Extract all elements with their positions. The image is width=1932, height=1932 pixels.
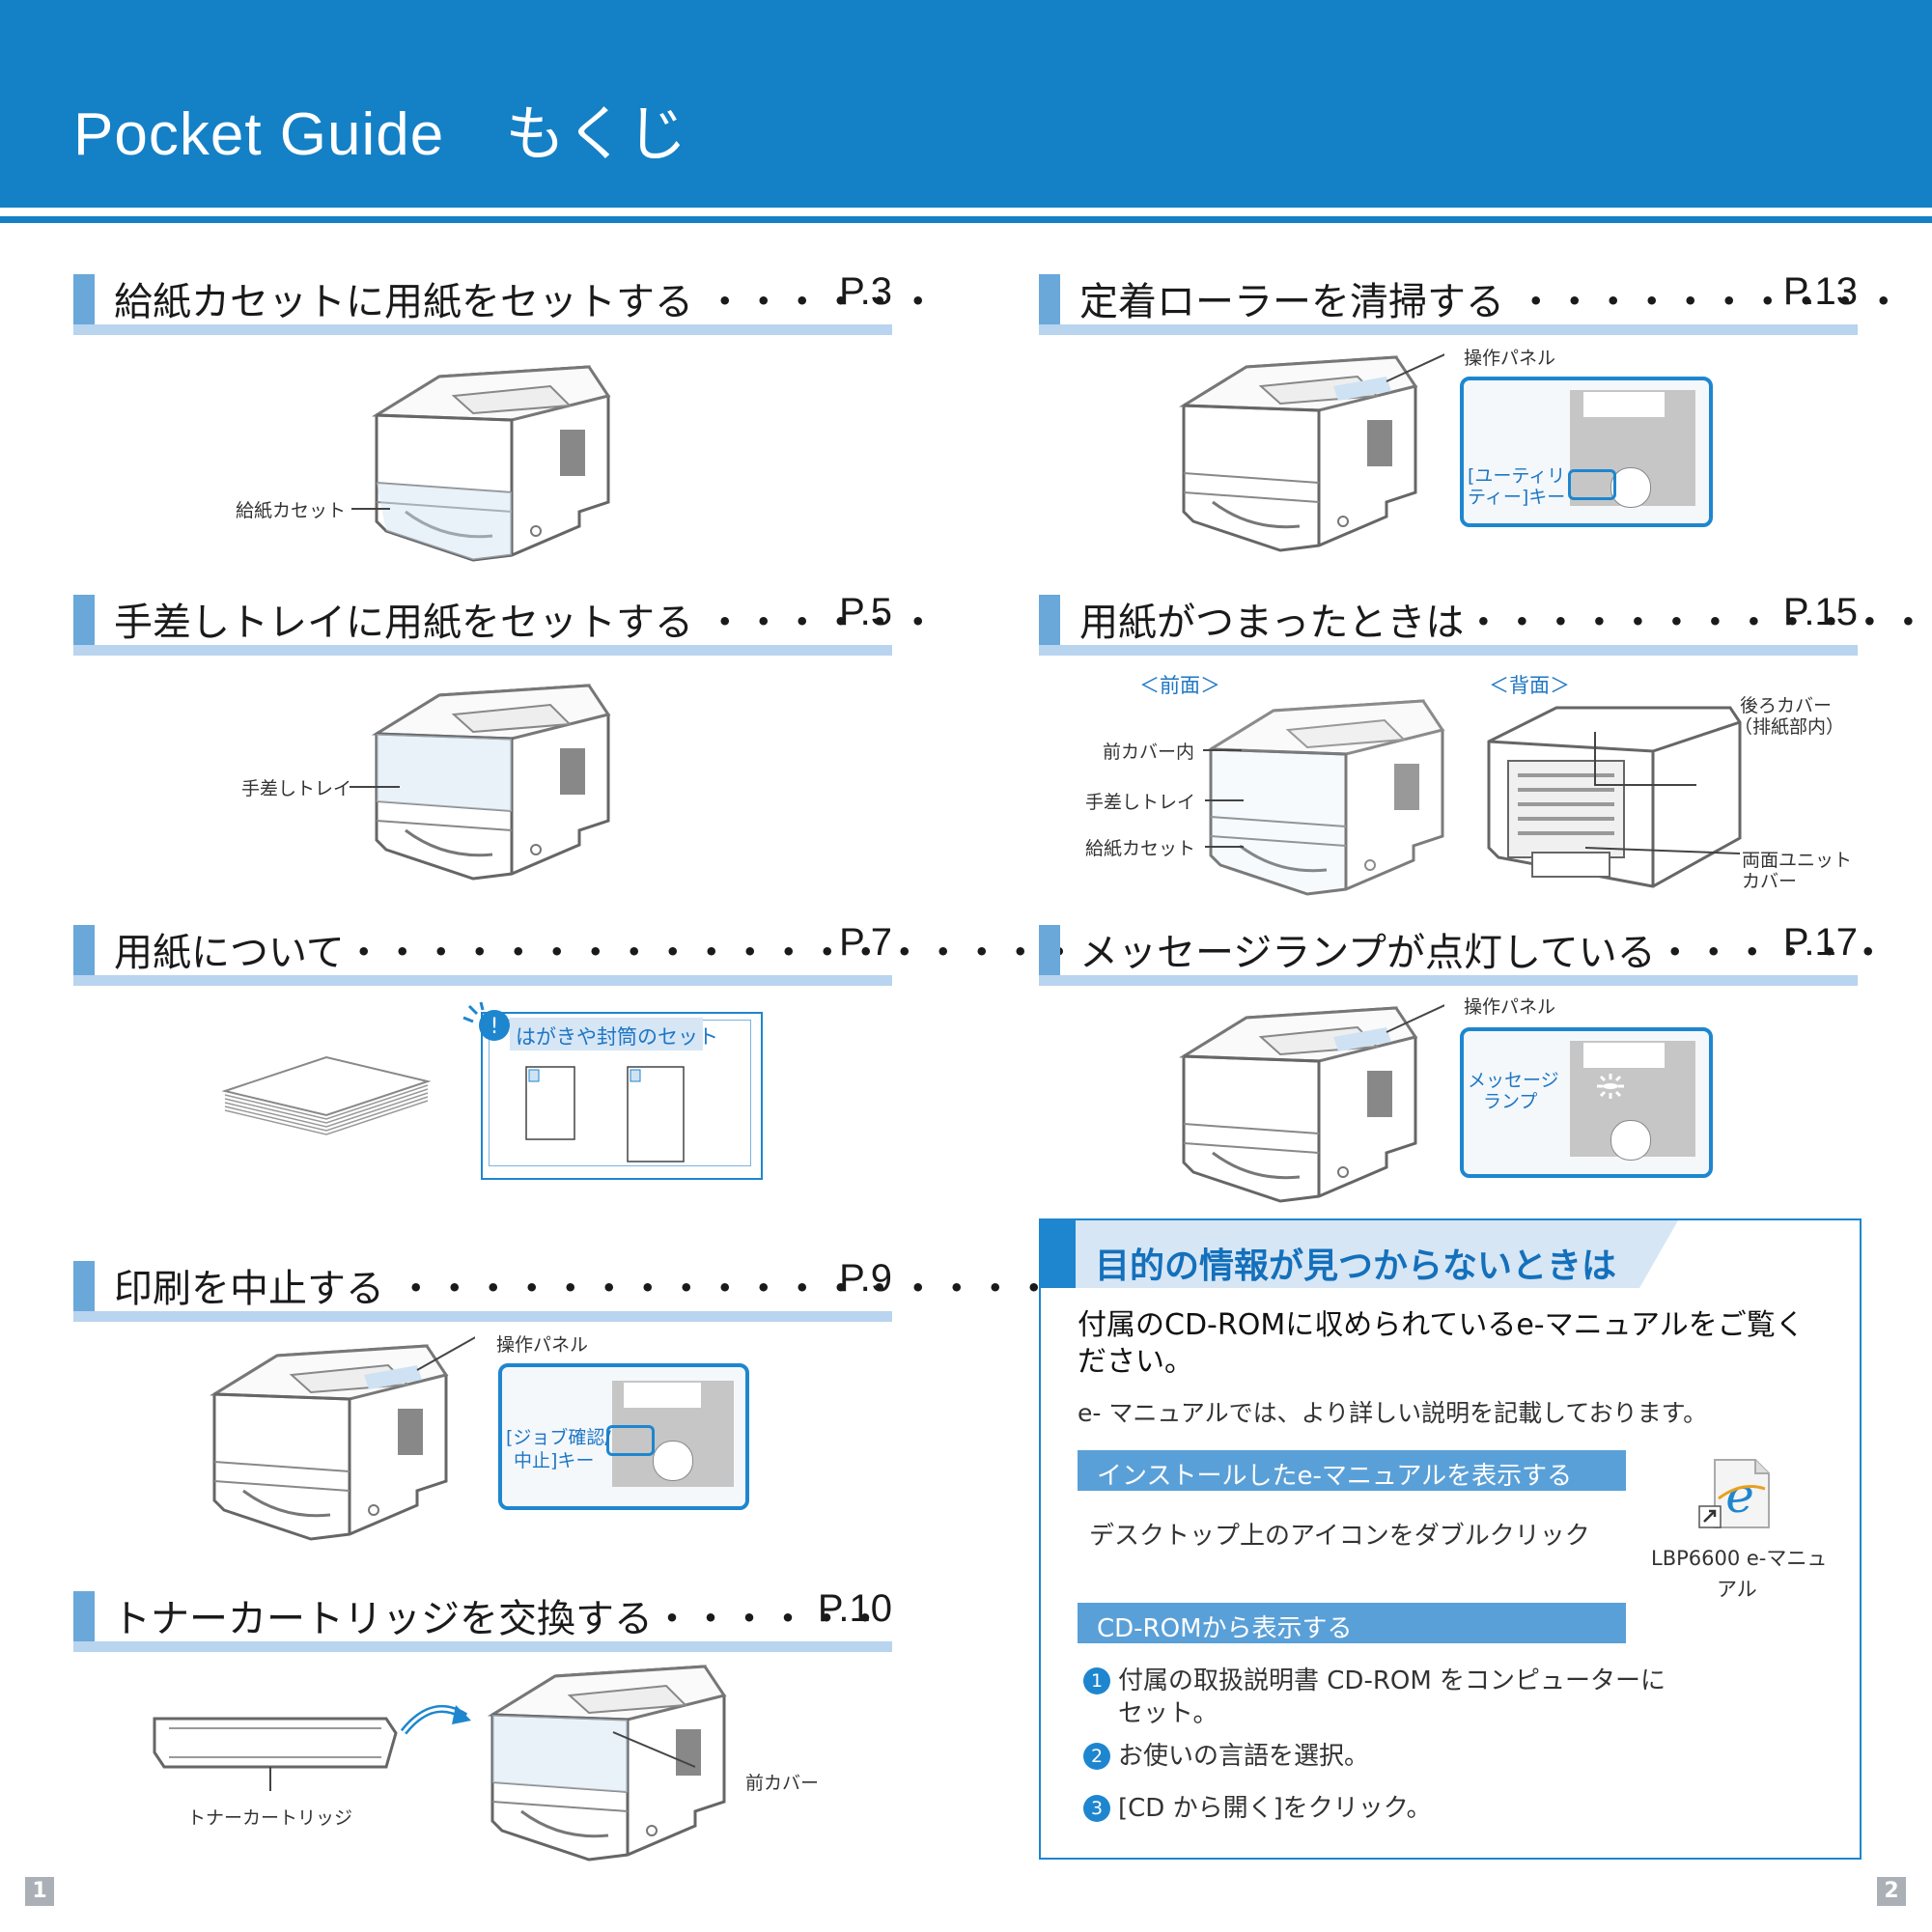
utility-key-highlight <box>1568 469 1616 500</box>
info-box: 目的の情報が見つからないときは 付属のCD-ROMに収められているe-マニュアル… <box>1039 1218 1862 1860</box>
label-job-key-2: 中止]キー <box>514 1450 595 1471</box>
page-number-right: 2 <box>1877 1877 1906 1906</box>
label-front-view: ＜前面＞ <box>1139 674 1220 697</box>
label-message-lamp-2: ランプ <box>1483 1091 1538 1112</box>
section-title: 手差しトレイに用紙をセットする ・・・・・・ <box>114 601 938 645</box>
panel-dial <box>1610 467 1651 508</box>
svg-text:e: e <box>1725 1468 1754 1524</box>
installed-instruction: デスクトップ上のアイコンをダブルクリック <box>1089 1522 1590 1551</box>
printer-panel-illustration <box>212 1336 475 1541</box>
printer-front-cover-illustration <box>490 1665 726 1862</box>
subheading-cdrom: CD-ROMから表示する <box>1078 1603 1626 1643</box>
section-page: P.10 <box>817 1587 892 1630</box>
e-manual-icon[interactable]: e <box>1697 1456 1775 1531</box>
toner-cartridge-illustration <box>153 1717 398 1791</box>
label-panel-2: 操作パネル <box>1464 348 1556 369</box>
printer-front-jam-illustration <box>1209 699 1444 896</box>
section-fixing-roller[interactable]: 定着ローラーを清掃する ・・・・・・・・・・ P.13 <box>1039 270 1903 353</box>
label-manual-tray-2: 手差しトレイ <box>1085 792 1196 813</box>
section-title: 定着ローラーを清掃する ・・・・・・・・・・ <box>1079 280 1903 324</box>
label-job-key-1: [ジョブ確認/ <box>506 1427 611 1448</box>
label-cassette: 給紙カセット <box>236 500 347 521</box>
step-number: 2 <box>1083 1743 1110 1770</box>
label-panel: 操作パネル <box>496 1334 589 1356</box>
info-heading-band <box>1041 1220 1678 1288</box>
section-title: 給紙カセットに用紙をセットする ・・・・・・ <box>114 280 938 324</box>
svg-text:!: ! <box>490 1015 499 1039</box>
panel-display <box>1583 1043 1665 1068</box>
printer-panel-illustration <box>1182 353 1444 552</box>
e-manual-icon-label-1: LBP6600 e-マニュ <box>1651 1547 1828 1570</box>
alert-icon: ! <box>462 1001 510 1041</box>
section-page: P.15 <box>1782 591 1858 633</box>
label-rear-cover-2: （排紙部内） <box>1734 716 1845 738</box>
section-page: P.17 <box>1782 921 1858 964</box>
printer-panel-illustration <box>1182 1004 1444 1203</box>
paper-note-box <box>481 1012 763 1180</box>
job-key-highlight <box>606 1425 655 1456</box>
label-front-cover-inside: 前カバー内 <box>1103 742 1195 763</box>
printer-manual-tray-illustration <box>375 684 610 881</box>
section-page: P.3 <box>839 270 892 313</box>
label-front-cover: 前カバー <box>745 1773 820 1794</box>
section-title: トナーカートリッジを交換する・・・・・・ <box>112 1597 884 1641</box>
section-paper[interactable]: 用紙について・・・・・・・・・・・・・・・・・・・ P.7 <box>73 921 1078 1004</box>
printer-cassette-illustration <box>375 365 610 562</box>
label-message-lamp-1: メッセージ <box>1468 1070 1559 1091</box>
header-band <box>0 0 1932 208</box>
label-duplex-cover-2: カバー <box>1742 871 1798 892</box>
arrow-icon <box>400 1705 471 1735</box>
label-utility-key-1: [ユーティリ <box>1468 465 1566 487</box>
document-title: Pocket Guide もくじ <box>73 101 688 168</box>
panel-display <box>1583 392 1665 417</box>
info-heading: 目的の情報が見つからないときは <box>1095 1246 1617 1286</box>
section-title: メッセージランプが点灯している・・・・・・ <box>1079 931 1888 975</box>
paper-stack-illustration <box>221 1055 432 1135</box>
label-cassette-2: 給紙カセット <box>1085 838 1196 859</box>
cdrom-step-3: 3[CD から開く]をクリック。 <box>1083 1792 1432 1825</box>
label-toner: トナーカートリッジ <box>187 1807 353 1829</box>
section-toner[interactable]: トナーカートリッジを交換する・・・・・・ P.10 <box>73 1587 892 1670</box>
section-page: P.7 <box>839 921 892 964</box>
section-manual-tray[interactable]: 手差しトレイに用紙をセットする ・・・・・・ P.5 <box>73 591 938 674</box>
paper-note-title: はがきや封筒のセット <box>516 1025 718 1049</box>
section-page: P.5 <box>839 591 892 633</box>
section-title: 用紙がつまったときは・・・・・・・・・・・・・ <box>1079 601 1932 645</box>
step-number: 3 <box>1083 1795 1110 1822</box>
section-title: 用紙について・・・・・・・・・・・・・・・・・・・ <box>114 931 1078 975</box>
e-manual-icon-label-2: アル <box>1717 1578 1757 1601</box>
section-title: 印刷を中止する ・・・・・・・・・・・・・・・・・ <box>114 1267 1053 1311</box>
message-lamp-glow-icon <box>1597 1074 1624 1099</box>
header-rule <box>0 216 1932 223</box>
label-duplex-cover-1: 両面ユニット <box>1742 850 1853 871</box>
panel-dial <box>1610 1120 1651 1161</box>
panel-display <box>624 1383 701 1408</box>
section-page: P.9 <box>839 1257 892 1300</box>
info-lead-text: 付属のCD-ROMに収められているe-マニュアルをご覧ください。 <box>1078 1308 1805 1379</box>
section-message-lamp[interactable]: メッセージランプが点灯している・・・・・・ P.17 <box>1039 921 1888 1004</box>
label-panel-3: 操作パネル <box>1464 996 1556 1018</box>
paper-note-header <box>510 1018 703 1050</box>
info-description: e- マニュアルでは、より詳しい説明を記載しております。 <box>1078 1399 1708 1427</box>
section-page: P.13 <box>1782 270 1858 313</box>
postcard-envelope-illustration <box>525 1066 685 1162</box>
section-paper-jam[interactable]: 用紙がつまったときは・・・・・・・・・・・・・ P.15 <box>1039 591 1932 674</box>
page-number-left: 1 <box>25 1877 54 1906</box>
printer-back-illustration <box>1487 706 1742 888</box>
step-number: 1 <box>1083 1667 1110 1694</box>
label-back-view: ＜背面＞ <box>1489 674 1570 697</box>
section-cancel-print[interactable]: 印刷を中止する ・・・・・・・・・・・・・・・・・ P.9 <box>73 1257 1053 1340</box>
panel-dial <box>653 1441 693 1481</box>
subheading-installed: インストールしたe-マニュアルを表示する <box>1078 1450 1626 1491</box>
label-utility-key-2: ティー]キー <box>1468 487 1566 508</box>
label-manual-tray: 手差しトレイ <box>241 778 352 799</box>
section-cassette[interactable]: 給紙カセットに用紙をセットする ・・・・・・ P.3 <box>73 270 938 353</box>
label-rear-cover-1: 後ろカバー <box>1740 695 1833 716</box>
